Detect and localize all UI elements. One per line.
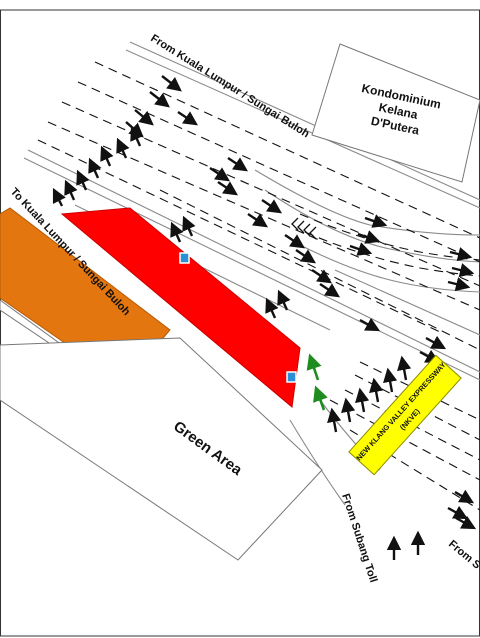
marker-flag-icon[interactable] [179, 252, 190, 264]
from-kl-label: From Kuala Lumpur / Sungai Buloh [148, 32, 311, 140]
svg-text:NEW KLANG VALLEY EXPRESSWAY: NEW KLANG VALLEY EXPRESSWAY [354, 360, 447, 462]
chevron-icon [291, 217, 317, 240]
direction-arrows-westbound [52, 125, 426, 560]
closure-zone [60, 207, 301, 408]
condominium-label: Kondominium Kelana D'Putera [360, 81, 442, 138]
from-s-label: From S [446, 538, 480, 572]
ramp-road-edges [254, 169, 480, 336]
direction-arrows-eastbound [125, 75, 477, 530]
green-area-block [0, 337, 323, 561]
green-direction-arrows [306, 353, 328, 411]
from-subang-label: From Subang Toll [339, 492, 379, 584]
condominium-building [311, 43, 480, 183]
marker-flag-icon[interactable] [286, 371, 297, 383]
